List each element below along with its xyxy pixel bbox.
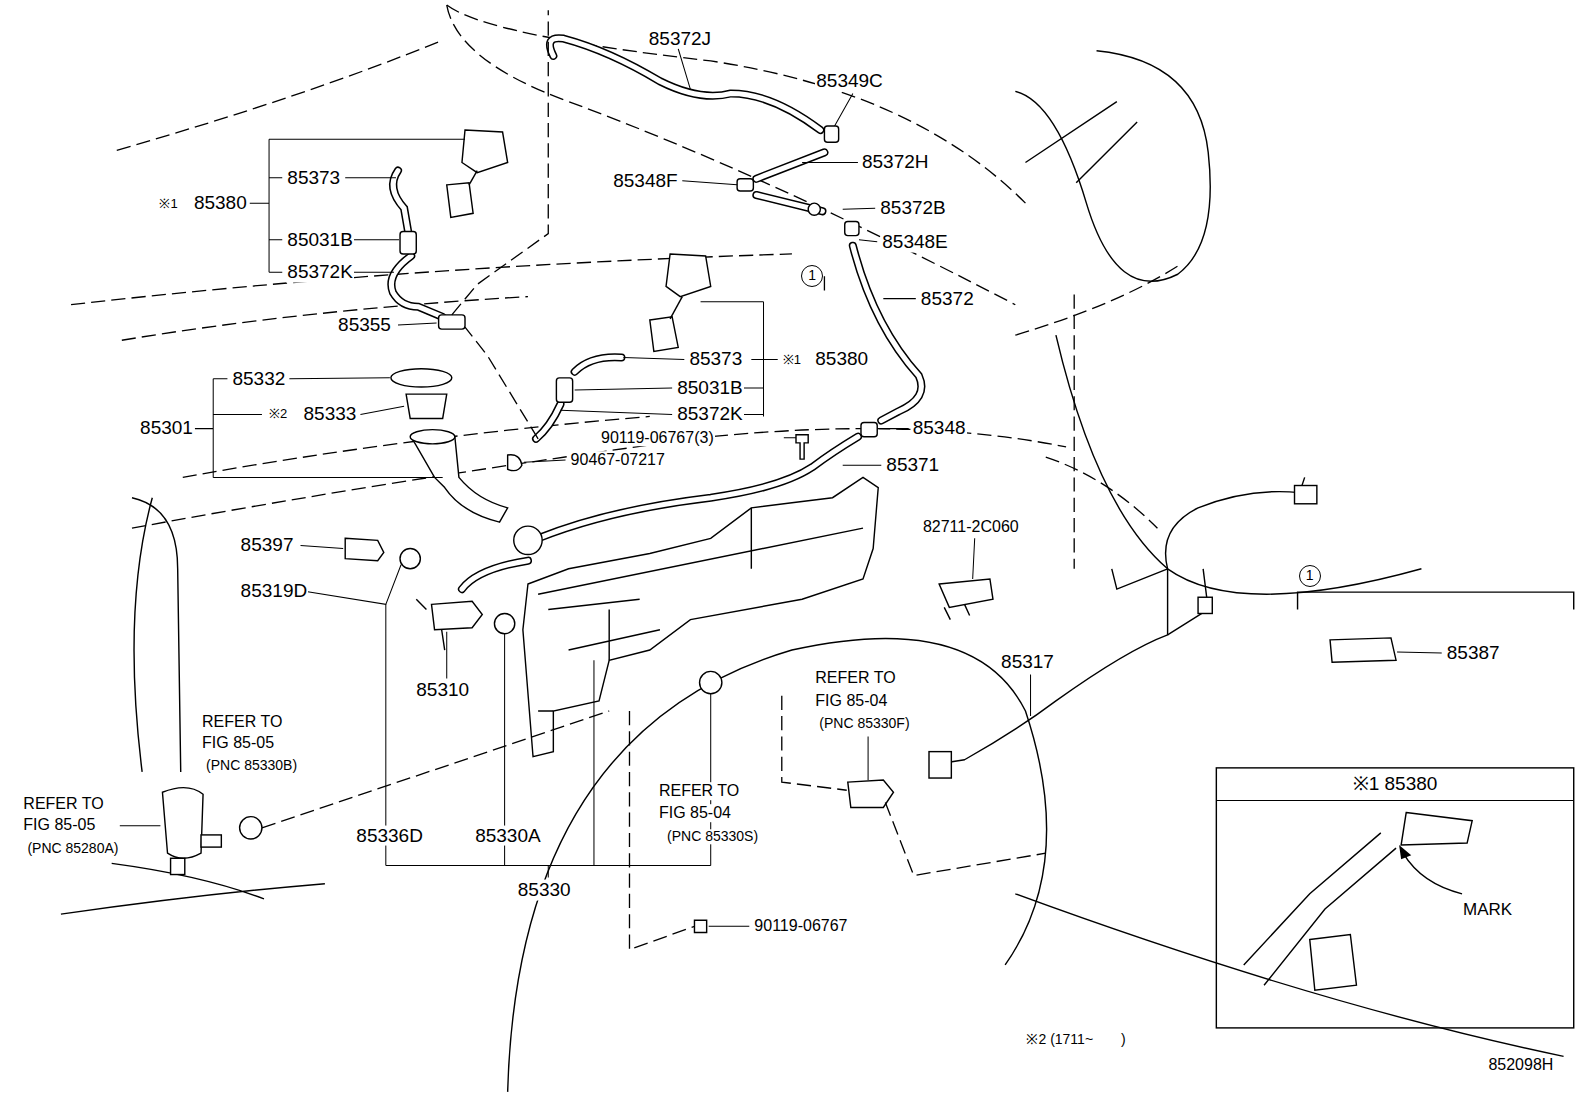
part-label: 85031B	[676, 377, 744, 398]
part-label: 85332	[231, 368, 286, 389]
part-label: ※1	[782, 353, 802, 367]
part-label: 85372B	[879, 198, 947, 219]
part-label: 85330	[517, 880, 572, 901]
part-label: ※2 (1711~ )	[1025, 1032, 1126, 1047]
part-label: 85371	[885, 455, 940, 476]
part-label: 85330A	[474, 825, 542, 846]
part-label: REFER TO	[814, 669, 896, 687]
reference-circle: 1	[1299, 565, 1321, 587]
part-label: 85319D	[240, 580, 309, 601]
part-label: 85349C	[815, 71, 884, 92]
reference-circle: 1	[801, 265, 823, 287]
part-label: 85317	[1000, 652, 1055, 673]
part-label: 85372H	[861, 152, 930, 173]
part-label: ※2	[268, 407, 288, 421]
part-label: 85387	[1446, 642, 1501, 663]
part-label: 85031B	[286, 229, 354, 250]
part-label: 85380	[814, 349, 869, 370]
part-label: REFER TO	[22, 795, 104, 813]
part-label: (PNC 85280A)	[26, 841, 119, 856]
part-label: 85380	[193, 193, 248, 214]
part-label: 85310	[415, 680, 470, 701]
part-label: 82711-2C060	[922, 518, 1020, 536]
part-label: 85336D	[355, 825, 424, 846]
part-label: 90467-07217	[570, 451, 666, 469]
part-label: 85301	[139, 418, 194, 439]
callout-number: 1	[808, 268, 816, 283]
part-label: 85333	[303, 404, 358, 425]
part-label: (PNC 85330S)	[666, 829, 759, 844]
part-label: 85348E	[881, 231, 949, 252]
part-label: 85372	[920, 288, 975, 309]
mark-label: MARK	[1463, 901, 1512, 920]
part-label: FIG 85-05	[22, 817, 96, 835]
part-label: FIG 85-05	[201, 734, 275, 752]
part-label: 85397	[240, 535, 295, 556]
part-label: 85372K	[676, 404, 744, 425]
part-label: REFER TO	[658, 782, 740, 800]
part-label: FIG 85-04	[658, 804, 732, 822]
part-label: 85348F	[612, 170, 678, 191]
part-label: 90119-06767(3)	[600, 429, 715, 447]
detail-inset-box: ※1 85380MARK	[1216, 768, 1573, 1028]
part-label: (PNC 85330B)	[205, 758, 298, 773]
part-label: 85348	[912, 418, 967, 439]
part-label: 85373	[286, 167, 341, 188]
callout-number: 1	[1306, 568, 1314, 583]
part-label: 90119-06767	[753, 917, 848, 935]
part-label: 85372J	[648, 28, 712, 49]
part-label: REFER TO	[201, 713, 283, 731]
part-label: 85373	[688, 349, 743, 370]
part-label: FIG 85-04	[814, 692, 888, 710]
part-label: (PNC 85330F)	[818, 716, 910, 731]
part-label: 85355	[337, 314, 392, 335]
part-label: ※1	[158, 197, 178, 211]
part-label: 852098H	[1487, 1056, 1554, 1074]
part-label: 85372K	[286, 262, 354, 283]
inset-heading: ※1 85380	[1216, 768, 1573, 802]
